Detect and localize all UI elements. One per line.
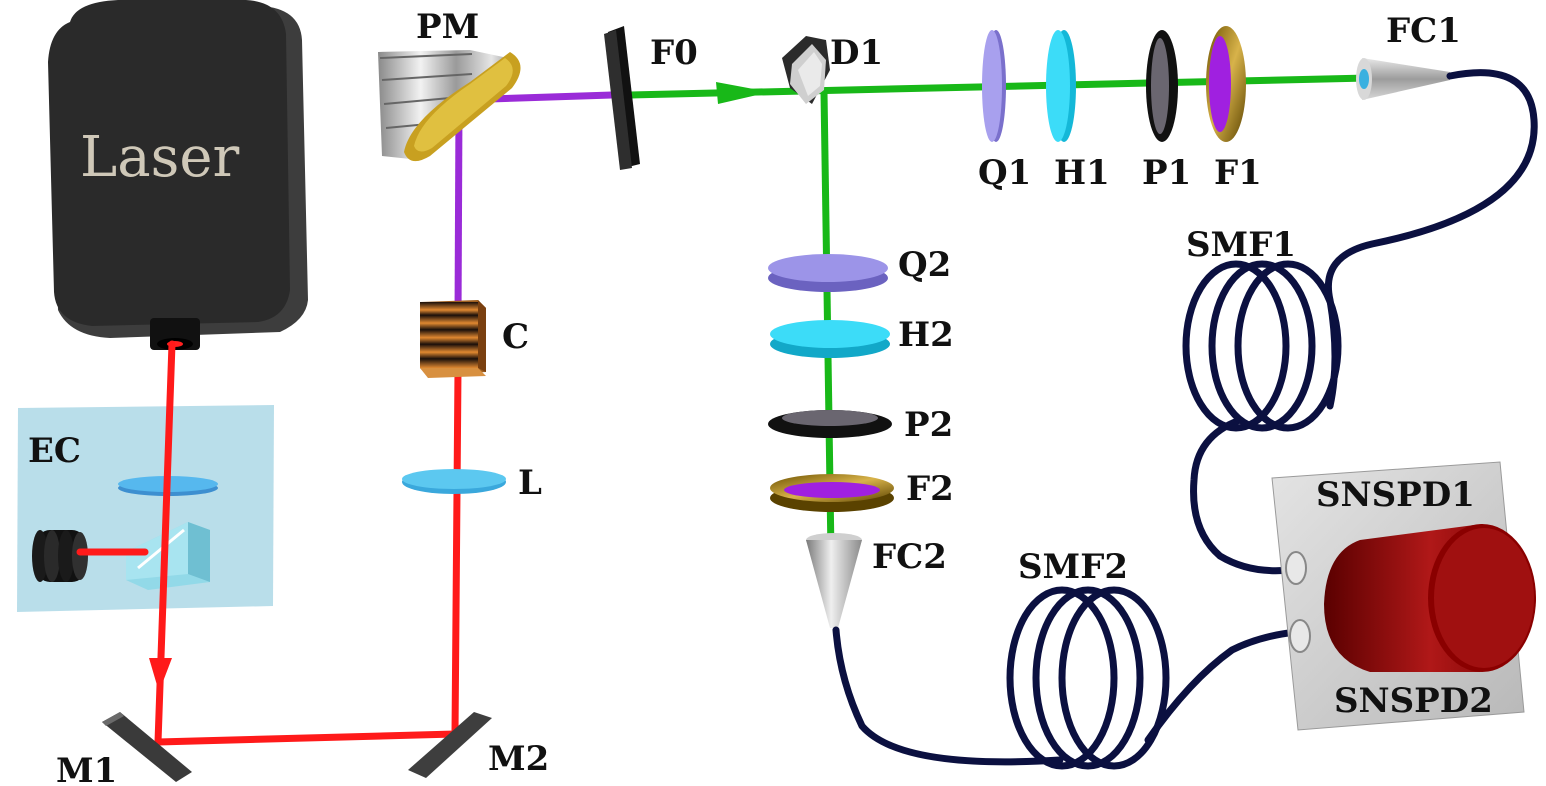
- m1-label: M1: [56, 751, 117, 786]
- parabolic-mirror-icon: [378, 50, 521, 162]
- polarizer-p2-icon: [768, 410, 892, 438]
- pm-label: PM: [416, 7, 479, 47]
- detector-icon: [1271, 461, 1536, 731]
- l-label: L: [518, 463, 542, 503]
- lens-icon: [402, 469, 506, 494]
- smf2-label: SMF2: [1018, 547, 1128, 587]
- m2-label: M2: [488, 739, 549, 779]
- mirror-m2-icon: [408, 712, 492, 778]
- waveplate-h1-icon: [1046, 30, 1076, 142]
- p2-label: P2: [904, 405, 953, 445]
- ec-detector-icon: [32, 530, 88, 582]
- snspd2-label: SNSPD2: [1334, 681, 1493, 721]
- pump-arrow-icon: [149, 658, 172, 692]
- uv-beam: [454, 91, 613, 321]
- f2-label: F2: [906, 469, 954, 509]
- laser-label: Laser: [80, 125, 239, 190]
- c-label: C: [502, 317, 529, 357]
- waveplate-q2-icon: [768, 254, 888, 292]
- fiber-coupler-fc1-icon: [1356, 58, 1450, 100]
- filter-f0-icon: [604, 26, 640, 170]
- mirror-m1-icon: [102, 712, 192, 782]
- smf1-label: SMF1: [1186, 225, 1296, 265]
- polarizer-p1-icon: [1146, 30, 1178, 142]
- h2-label: H2: [898, 315, 954, 355]
- waveplate-h2-icon: [770, 320, 890, 358]
- fiber-cable-2: [832, 626, 1300, 766]
- d1-label: D1: [830, 33, 883, 73]
- dichroic-mirror-icon: [782, 36, 830, 104]
- waveplate-q1-icon: [982, 30, 1006, 142]
- pump-beam: [76, 340, 462, 746]
- f0-label: F0: [650, 33, 698, 73]
- fc1-label: FC1: [1386, 11, 1461, 51]
- filter-f2-icon: [770, 474, 894, 512]
- crystal-icon: [420, 300, 486, 378]
- fc2-label: FC2: [872, 537, 947, 577]
- filter-f1-icon: [1206, 26, 1246, 142]
- q1-label: Q1: [978, 153, 1031, 193]
- fiber-coil-1-icon: [1182, 260, 1342, 432]
- photon-arrow-icon: [716, 82, 770, 104]
- laser-box-icon: [48, 0, 308, 350]
- q2-label: Q2: [898, 245, 951, 285]
- fiber-coil-2-icon: [1006, 586, 1170, 770]
- fiber-coupler-fc2-icon: [806, 533, 862, 628]
- p1-label: P1: [1142, 153, 1191, 193]
- ec-label: EC: [28, 431, 81, 471]
- snspd1-label: SNSPD1: [1316, 475, 1475, 515]
- h1-label: H1: [1054, 153, 1110, 193]
- f1-label: F1: [1214, 153, 1262, 193]
